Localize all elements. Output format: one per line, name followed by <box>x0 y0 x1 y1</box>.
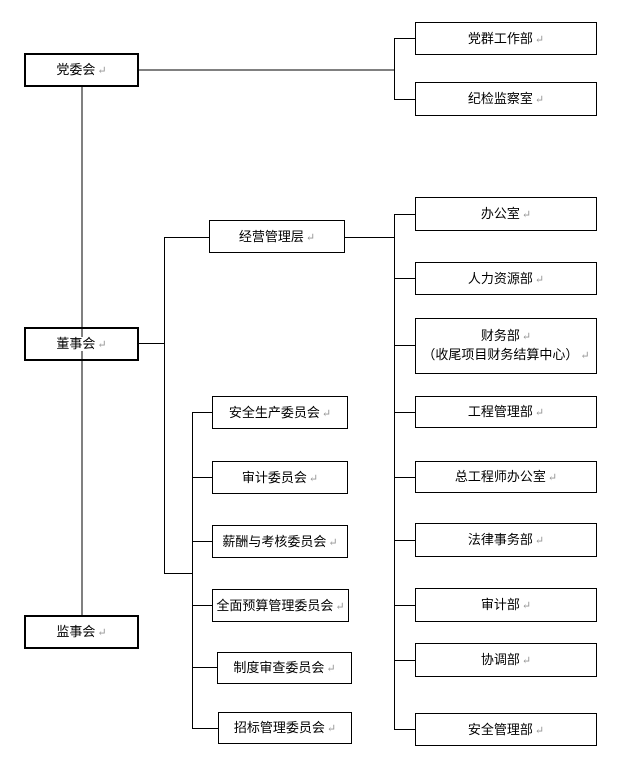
node-party-committee: 党委会↵ <box>24 53 139 87</box>
connector-stub-committee-2 <box>192 541 213 542</box>
node-label: 经营管理层↵ <box>237 228 317 244</box>
paragraph-mark-icon: ↵ <box>534 273 545 286</box>
connector-stub-committee-5 <box>192 728 219 729</box>
node-supervisory-board: 监事会↵ <box>24 615 139 649</box>
connector-party-to-bracket <box>139 69 395 71</box>
node-sublabel: （收尾项目财务结算中心）↵ <box>421 346 591 365</box>
node-dept-office: 办公室↵ <box>415 197 597 231</box>
node-budget-management-committee: 全面预算管理委员会↵ <box>212 589 349 622</box>
connector-stub-dept-2 <box>394 345 415 346</box>
connector-stub-dept-6 <box>394 605 415 606</box>
connector-management-to-departments <box>345 237 395 238</box>
paragraph-mark-icon: ↵ <box>534 407 545 419</box>
paragraph-mark-icon: ↵ <box>305 231 316 244</box>
paragraph-mark-icon: ↵ <box>534 724 545 737</box>
connector-committees-vertical <box>192 412 193 729</box>
node-bidding-management-committee: 招标管理委员会↵ <box>218 712 352 744</box>
connector-stub-dept-0 <box>394 214 415 215</box>
connector-stub-dept-8 <box>394 729 415 730</box>
paragraph-mark-icon: ↵ <box>308 472 319 485</box>
connector-stub-dept-3 <box>394 412 415 413</box>
node-label: 审计委员会↵ <box>240 469 320 485</box>
connector-stub-dept-1 <box>394 278 415 279</box>
node-audit-committee: 审计委员会↵ <box>212 461 348 494</box>
node-system-review-committee: 制度审查委员会↵ <box>217 652 352 684</box>
node-label: 安全管理部↵ <box>466 721 546 737</box>
connector-stub-dept-4 <box>394 477 415 478</box>
connector-stub-committee-4 <box>192 667 218 668</box>
node-party-mass-work-dept: 党群工作部↵ <box>415 22 597 55</box>
node-dept-coordination: 协调部↵ <box>415 643 597 677</box>
node-remuneration-appraisal-committee: 薪酬与考核委员会↵ <box>212 525 348 558</box>
paragraph-mark-icon: ↵ <box>547 472 558 484</box>
node-management-team: 经营管理层↵ <box>209 220 345 253</box>
node-label: 总工程师办公室↵ <box>453 469 559 484</box>
node-dept-human-resources: 人力资源部↵ <box>415 262 597 295</box>
connector-trunk-to-management <box>164 237 210 238</box>
node-dept-chief-engineer-office: 总工程师办公室↵ <box>415 461 597 493</box>
node-label: 全面预算管理委员会↵ <box>215 597 346 613</box>
node-label: 审计部↵ <box>479 597 533 612</box>
node-dept-safety-management: 安全管理部↵ <box>415 713 597 746</box>
node-dept-engineering-management: 工程管理部↵ <box>415 396 597 428</box>
paragraph-mark-icon: ↵ <box>580 350 590 362</box>
paragraph-mark-icon: ↵ <box>97 339 107 351</box>
connector-stub-discipline-office <box>394 99 415 100</box>
connector-trunk-vertical <box>164 237 165 574</box>
paragraph-mark-icon: ↵ <box>521 655 532 667</box>
connector-stub-dept-7 <box>394 660 415 661</box>
connector-stub-party-mass-dept <box>394 38 415 39</box>
node-label: 薪酬与考核委员会↵ <box>221 533 339 549</box>
paragraph-mark-icon: ↵ <box>328 536 338 549</box>
node-label: 协调部↵ <box>479 652 533 667</box>
connector-stub-dept-5 <box>394 540 415 541</box>
paragraph-mark-icon: ↵ <box>326 723 337 735</box>
node-label: 法律事务部↵ <box>466 532 546 547</box>
paragraph-mark-icon: ↵ <box>326 663 336 675</box>
node-safety-production-committee: 安全生产委员会↵ <box>212 396 348 429</box>
node-dept-finance: 财务部↵ （收尾项目财务结算中心）↵ <box>415 318 597 374</box>
paragraph-mark-icon: ↵ <box>97 65 107 77</box>
paragraph-mark-icon: ↵ <box>534 94 545 106</box>
paragraph-mark-icon: ↵ <box>335 600 345 613</box>
node-label: 制度审查委员会↵ <box>232 660 337 675</box>
node-label: 工程管理部↵ <box>466 404 546 419</box>
paragraph-mark-icon: ↵ <box>521 209 532 221</box>
node-label: 党群工作部↵ <box>466 30 546 46</box>
node-dept-audit: 审计部↵ <box>415 588 597 622</box>
connector-stub-committee-3 <box>192 605 213 606</box>
node-label: 监事会↵ <box>55 624 108 639</box>
node-label: 党委会↵ <box>55 62 108 77</box>
node-discipline-inspection-office: 纪检监察室↵ <box>415 82 597 116</box>
node-dept-legal-affairs: 法律事务部↵ <box>415 523 597 557</box>
node-label: 董事会↵ <box>55 336 108 351</box>
node-label: 人力资源部↵ <box>466 270 546 286</box>
connector-trunk-to-committees <box>164 573 193 574</box>
paragraph-mark-icon: ↵ <box>521 600 532 612</box>
paragraph-mark-icon: ↵ <box>97 627 107 639</box>
paragraph-mark-icon: ↵ <box>521 331 532 343</box>
connector-stub-committee-1 <box>192 477 213 478</box>
node-board-of-directors: 董事会↵ <box>24 327 139 361</box>
paragraph-mark-icon: ↵ <box>321 407 332 420</box>
node-label: 纪检监察室↵ <box>466 91 546 106</box>
node-label: 安全生产委员会↵ <box>227 404 333 420</box>
node-label: 财务部↵ <box>479 327 533 346</box>
paragraph-mark-icon: ↵ <box>534 535 545 547</box>
connector-board-to-trunk <box>139 343 165 344</box>
connector-party-bracket-vertical <box>394 38 395 100</box>
paragraph-mark-icon: ↵ <box>534 33 545 46</box>
connector-departments-vertical <box>394 214 395 730</box>
node-label: 办公室↵ <box>479 206 533 221</box>
connector-stub-committee-0 <box>192 412 213 413</box>
node-label: 招标管理委员会↵ <box>232 720 338 735</box>
